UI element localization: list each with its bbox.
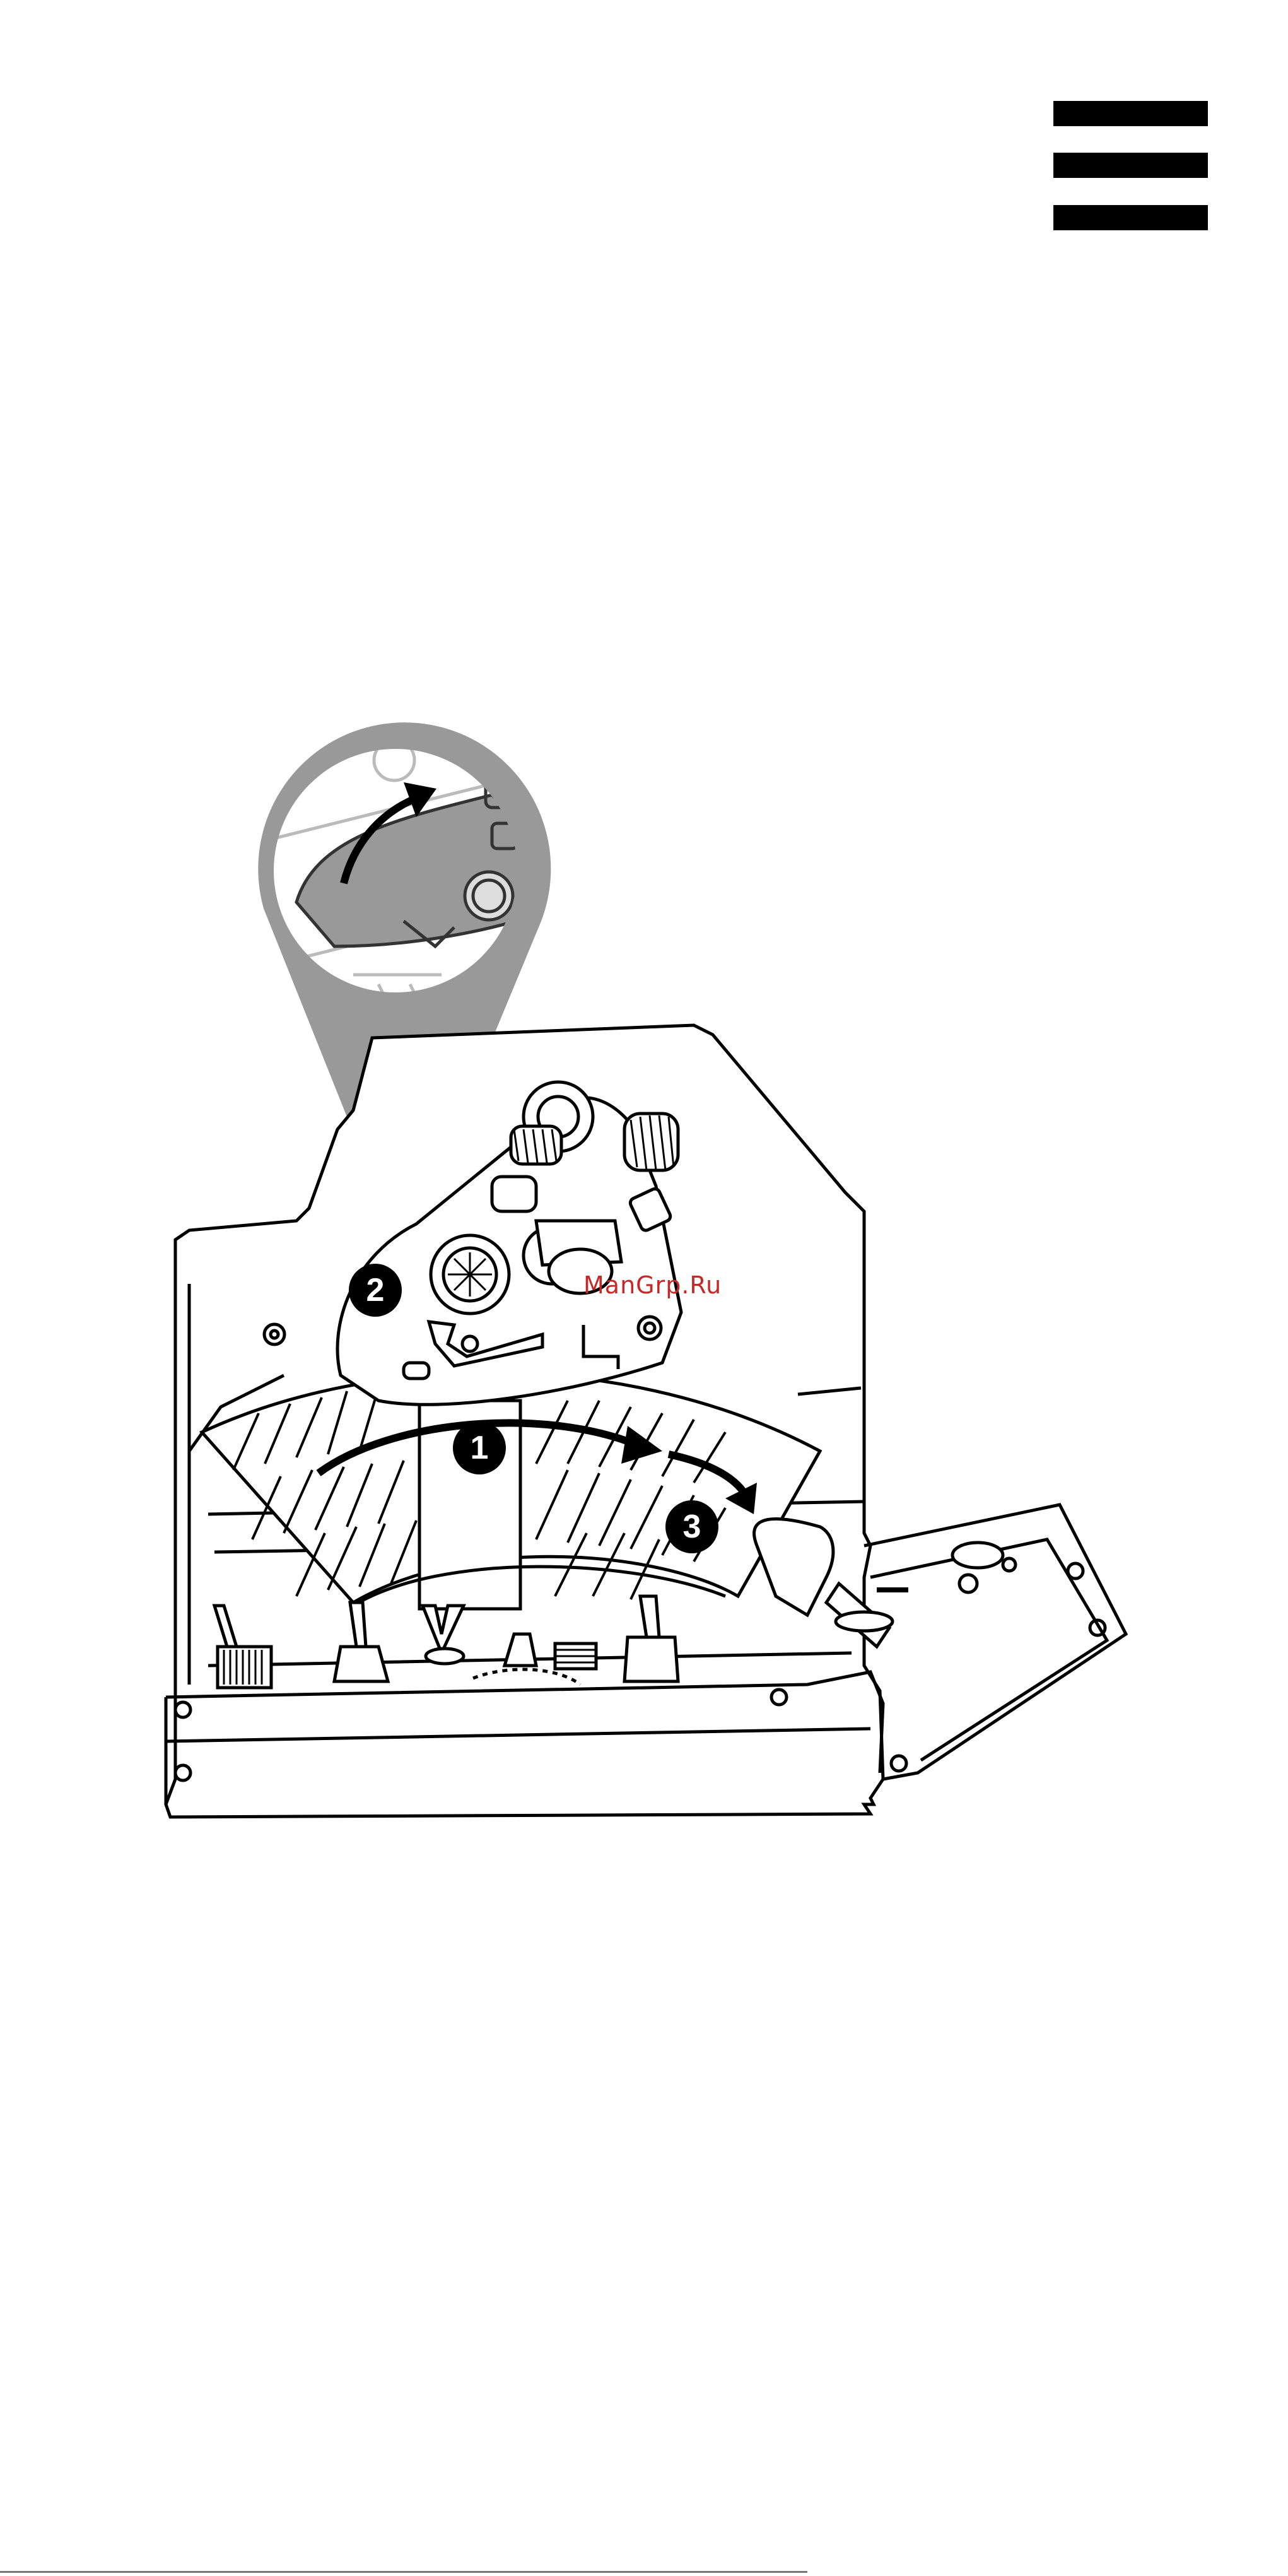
footer-rule (0, 2571, 807, 2573)
step-marker-2: 2 (349, 1264, 402, 1317)
step-marker-1: 1 (453, 1421, 506, 1474)
watermark: ManGrp.Ru (583, 1271, 722, 1299)
svg-text:1: 1 (471, 1430, 489, 1466)
svg-text:3: 3 (683, 1509, 701, 1545)
svg-text:2: 2 (366, 1272, 385, 1309)
step-marker-3: 3 (665, 1500, 718, 1553)
